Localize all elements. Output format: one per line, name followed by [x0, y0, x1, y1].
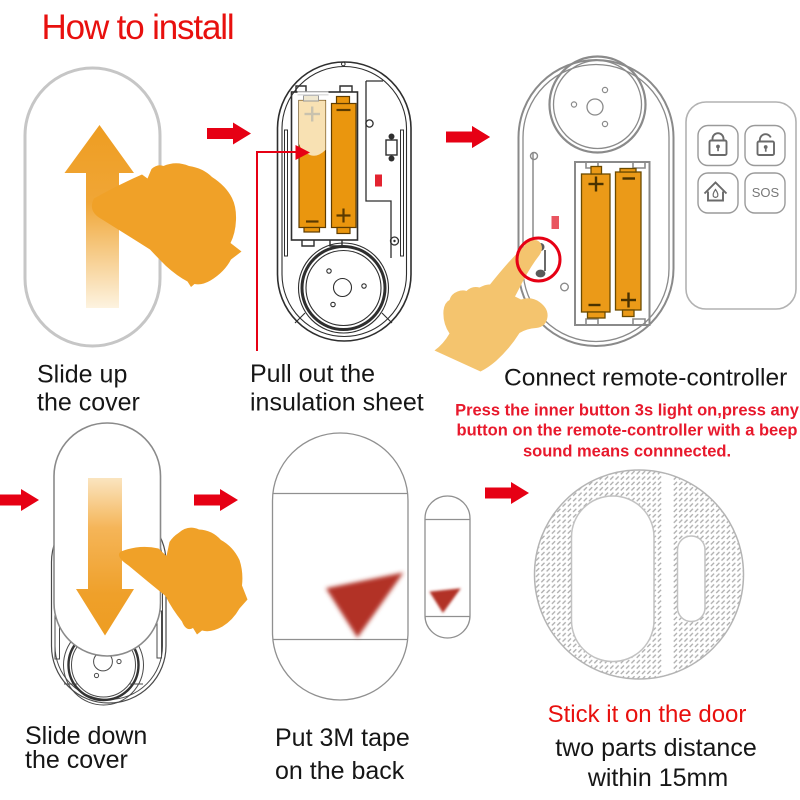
- svg-text:Stick it on the door: Stick it on the door: [548, 701, 747, 728]
- svg-text:sound means connnected.: sound means connnected.: [523, 443, 731, 461]
- svg-text:on the back: on the back: [275, 757, 405, 785]
- svg-text:the cover: the cover: [25, 746, 128, 774]
- svg-text:Slide up: Slide up: [37, 361, 127, 389]
- svg-text:button on the remote-controlle: button on the remote-controller with a b…: [456, 422, 797, 440]
- svg-text:Pull out the: Pull out the: [250, 360, 375, 388]
- svg-text:Put 3M tape: Put 3M tape: [275, 724, 410, 752]
- svg-text:Slide down: Slide down: [25, 722, 147, 750]
- svg-text:two parts distance: two parts distance: [555, 734, 757, 762]
- svg-text:insulation sheet: insulation sheet: [250, 389, 424, 417]
- svg-text:Press the inner button 3s ligh: Press the inner button 3s light on,press…: [455, 402, 800, 420]
- svg-text:SOS: SOS: [752, 185, 780, 200]
- svg-text:How to install: How to install: [42, 8, 234, 47]
- svg-text:within 15mm: within 15mm: [587, 764, 728, 792]
- svg-text:the cover: the cover: [37, 389, 140, 417]
- svg-text:Connect remote-controller: Connect remote-controller: [504, 365, 787, 392]
